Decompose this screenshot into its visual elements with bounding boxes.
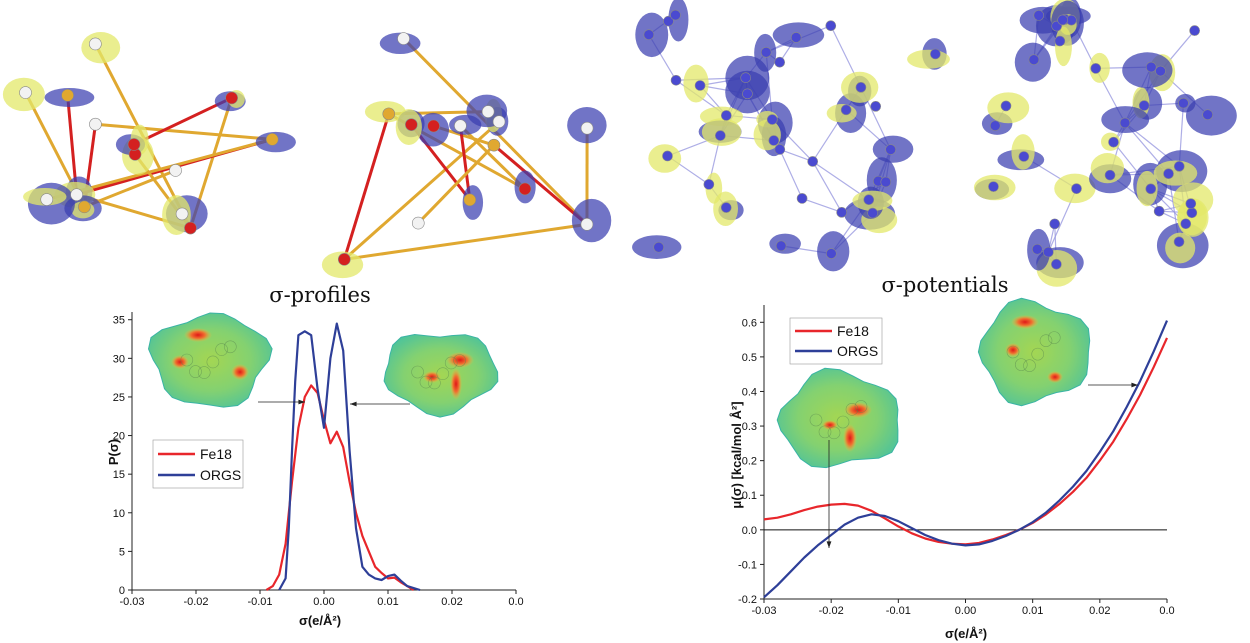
x-tick-label: -0.03 bbox=[119, 596, 144, 608]
molecule-orbital-image-2 bbox=[321, 32, 612, 279]
y-tick-label: 35 bbox=[113, 315, 125, 327]
y-tick-label: 30 bbox=[113, 353, 125, 365]
x-tick-label: -0.03 bbox=[751, 605, 776, 617]
x-tick-label: -0.01 bbox=[886, 605, 911, 617]
y-tick-label: 10 bbox=[113, 508, 125, 520]
series-line-fe18 bbox=[265, 384, 415, 591]
surface-insets bbox=[776, 297, 1138, 548]
y-tick-label: 20 bbox=[113, 431, 125, 443]
y-tick-label: 15 bbox=[113, 469, 125, 481]
axes bbox=[128, 312, 517, 594]
molecule-orbital-image-1 bbox=[2, 32, 296, 235]
y-tick-label: 0 bbox=[119, 585, 125, 597]
x-axis-label: σ(e/Å²) bbox=[299, 613, 341, 628]
x-axis-label: σ(e/Å²) bbox=[945, 626, 987, 641]
y-tick-label: 0.2 bbox=[742, 456, 757, 468]
y-tick-label: 5 bbox=[119, 546, 125, 558]
legend-label-fe18: Fe18 bbox=[837, 323, 869, 339]
y-tick-label: -0.1 bbox=[738, 559, 757, 571]
y-tick-label: -0.2 bbox=[738, 594, 757, 606]
y-tick-label: 0.6 bbox=[742, 317, 757, 329]
legend-box bbox=[152, 439, 244, 489]
axes bbox=[760, 305, 1168, 603]
y-tick-label: 0.1 bbox=[742, 490, 757, 502]
legend-label-fe18: Fe18 bbox=[200, 446, 232, 462]
cluster-orbital-image-1 bbox=[632, 0, 950, 272]
y-tick-label: 0.5 bbox=[742, 352, 757, 364]
y-tick-label: 0.3 bbox=[742, 421, 757, 433]
y-axis-label: P(σ) bbox=[106, 439, 121, 465]
y-axis-label: μ(σ) [kcal/mol Å²] bbox=[729, 401, 744, 508]
legend-box bbox=[789, 317, 883, 365]
series-lines bbox=[763, 320, 1169, 599]
tick-labels: -0.03 -0.02 -0.01 0.00 0.01 0.02 0.0 -0.2 -0.1 0.… bbox=[738, 317, 1175, 617]
legend-label-orgs: ORGS bbox=[837, 343, 878, 359]
legend[interactable]: Fe18 ORGS bbox=[152, 439, 244, 489]
x-tick-label: 0.0 bbox=[1159, 605, 1174, 617]
surface-inset-lower bbox=[776, 367, 899, 469]
surface-inset-left bbox=[147, 312, 273, 408]
x-tick-label: 0.02 bbox=[441, 596, 462, 608]
series-line-orgs bbox=[278, 322, 421, 592]
surface-insets bbox=[147, 312, 499, 418]
x-tick-label: -0.02 bbox=[183, 596, 208, 608]
series-lines bbox=[265, 322, 421, 592]
x-tick-label: 0.00 bbox=[955, 605, 976, 617]
x-tick-label: 0.0 bbox=[508, 596, 523, 608]
series-line-orgs bbox=[763, 320, 1169, 599]
sigma-potentials-chart: σ-potentials -0.03 -0.02 -0.01 0.00 0.01 0.02… bbox=[729, 273, 1175, 641]
legend[interactable]: Fe18 ORGS bbox=[789, 317, 883, 365]
chart-title: σ-potentials bbox=[881, 273, 1008, 297]
chart-title: σ-profiles bbox=[269, 283, 370, 307]
x-tick-label: 0.01 bbox=[1022, 605, 1043, 617]
legend-label-orgs: ORGS bbox=[200, 467, 241, 483]
y-tick-label: 25 bbox=[113, 392, 125, 404]
x-tick-label: 0.00 bbox=[313, 596, 334, 608]
y-tick-label: 0.0 bbox=[742, 525, 757, 537]
x-tick-label: 0.01 bbox=[377, 596, 398, 608]
y-tick-label: 0.4 bbox=[742, 386, 757, 398]
surface-inset-right bbox=[383, 333, 499, 418]
x-tick-label: -0.01 bbox=[247, 596, 272, 608]
x-tick-label: 0.02 bbox=[1089, 605, 1110, 617]
x-tick-label: -0.02 bbox=[819, 605, 844, 617]
cluster-orbital-image-2 bbox=[973, 0, 1237, 287]
surface-inset-upper bbox=[977, 297, 1091, 407]
